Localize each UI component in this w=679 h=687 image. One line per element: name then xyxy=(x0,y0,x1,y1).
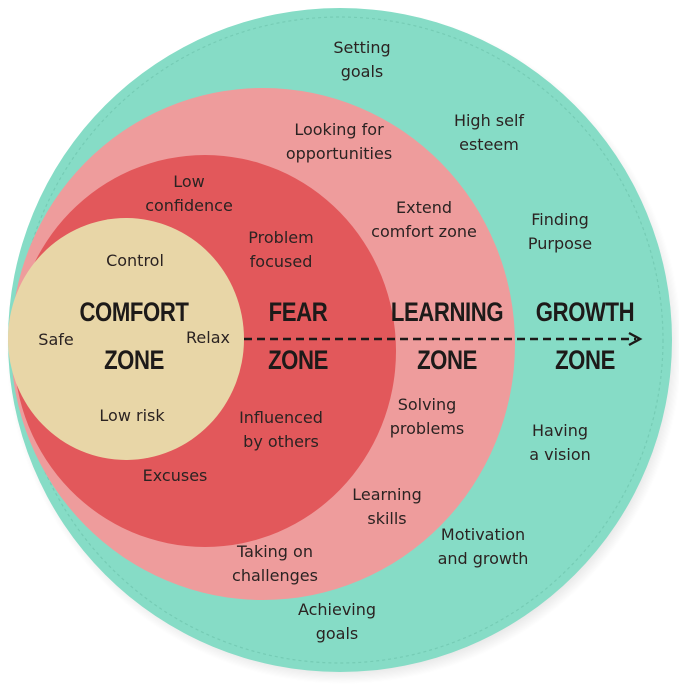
label-achieving-goals: Achieving goals xyxy=(297,600,377,643)
comfort-zone-title: COMFORT xyxy=(79,298,188,326)
label-safe: Safe xyxy=(38,330,74,349)
growth-zone-title: GROWTH xyxy=(535,297,635,327)
label-excuses: Excuses xyxy=(142,466,208,485)
comfort-zone-title-line1: COMFORT xyxy=(79,297,189,327)
label-learning-skills: Learning skills xyxy=(352,485,422,528)
label-control: Control xyxy=(106,251,164,270)
label-looking-for-opportunities: Looking for opportunities xyxy=(285,120,393,163)
arrow-head-icon xyxy=(628,331,643,347)
label-high-self-esteem: High self esteem xyxy=(453,111,525,154)
growth-zone-subtitle: ZONE xyxy=(555,345,615,375)
label-solving-problems: Solving problems xyxy=(389,395,465,438)
label-low-risk: Low risk xyxy=(99,406,165,425)
label-relax: Relax xyxy=(186,328,230,347)
label-motivation-and-growth: Motivation and growth xyxy=(437,525,529,568)
comfort-zone-circle xyxy=(8,218,244,460)
fear-zone-subtitle: ZONE xyxy=(268,345,328,375)
label-taking-on-challenges: Taking on challenges xyxy=(232,542,318,585)
fear-zone-title: FEAR xyxy=(268,297,328,327)
label-finding-purpose: Finding Purpose xyxy=(527,210,593,253)
learning-zone-subtitle: ZONE xyxy=(417,345,477,375)
label-extend-comfort-zone: Extend comfort zone xyxy=(371,198,477,241)
label-low-confidence: Low confidence xyxy=(145,172,233,215)
comfort-zone-subtitle: ZONE xyxy=(104,345,164,375)
label-setting-goals: Setting goals xyxy=(333,38,391,81)
label-problem-focused: Problem focused xyxy=(248,228,314,271)
label-influenced-by-others: Influenced by others xyxy=(239,408,323,451)
label-having-a-vision: Having a vision xyxy=(529,421,591,464)
learning-zone-title: LEARNING xyxy=(390,297,504,327)
